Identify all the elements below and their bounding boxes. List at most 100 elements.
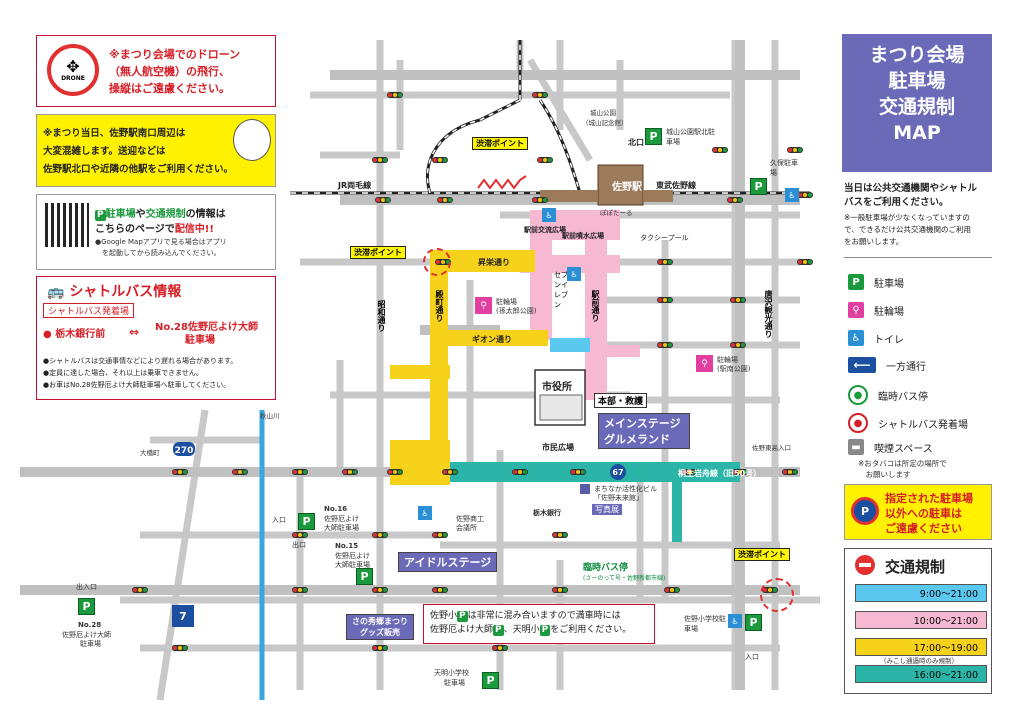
signal-light	[133, 588, 137, 592]
signal-light	[386, 198, 390, 202]
signal-light	[393, 93, 397, 97]
signal-light	[298, 588, 302, 592]
shuttle-stop-icon: ●	[848, 413, 868, 433]
signal-light	[448, 198, 452, 202]
signal-light	[293, 588, 297, 592]
signal-light	[658, 298, 662, 302]
signal-light	[383, 533, 387, 537]
toilet-icon: ♿	[542, 208, 556, 222]
signal-light	[788, 470, 792, 474]
traffic-row-1: 10:00～21:00	[855, 611, 987, 629]
shuttle-info-box: 🚌 シャトルバス情報 シャトルバス発着場 ● 栃木銀行前 ⇔ No.28佐野厄よ…	[36, 276, 276, 400]
signal-light	[543, 93, 547, 97]
parking-no15[interactable]: P	[356, 568, 373, 585]
entrance-label-no28: 出入口	[76, 583, 97, 591]
signal-light	[718, 148, 722, 152]
signal-light	[798, 193, 802, 197]
signal-light	[538, 198, 542, 202]
signal-light	[553, 533, 557, 537]
signal-light	[493, 646, 497, 650]
parking-no16[interactable]: P	[298, 513, 315, 530]
signal-light	[378, 158, 382, 162]
signal-light	[443, 158, 447, 162]
route-67-badge: 67	[610, 464, 626, 480]
signal-light	[523, 470, 527, 474]
divider	[844, 257, 992, 258]
jam-point-1: 渋滞ポイント	[350, 246, 406, 259]
drone-line1: ※まつり会場でのドローン	[109, 48, 241, 61]
signal-light	[443, 198, 447, 202]
signal-light	[576, 470, 580, 474]
title-line3: 交通規制	[878, 96, 955, 118]
qr-code-icon[interactable]	[45, 203, 89, 247]
honbu-label[interactable]: 本部・救護	[594, 393, 648, 408]
signal-light	[438, 533, 442, 537]
signal-light	[383, 646, 387, 650]
route-7-badge: 7	[172, 605, 194, 627]
signal-light	[376, 198, 380, 202]
jobikinen-label: 城山公園	[590, 108, 616, 117]
parking-no28[interactable]: P	[78, 598, 95, 615]
jam-circle-3	[760, 578, 794, 612]
traffic-row-3: 16:00～21:00	[855, 665, 987, 683]
ohashi-label: 大橋町	[140, 448, 160, 457]
signal-light	[668, 298, 672, 302]
parking-kubo[interactable]: P	[750, 178, 767, 195]
entrance-label-shogakko: 入口	[745, 653, 759, 661]
signal-light	[388, 470, 392, 474]
road-label-gion: ギオン通り	[472, 334, 512, 344]
no28-label-a: No.28	[78, 621, 102, 629]
parking-shogakko[interactable]: P	[745, 614, 762, 631]
signal-light	[538, 158, 542, 162]
seven-label: セブンイレブン	[554, 271, 568, 309]
signal-light	[183, 646, 187, 650]
signal-light	[303, 588, 307, 592]
signal-light	[173, 646, 177, 650]
signal-light	[538, 93, 542, 97]
legend-toilet: ♿トイレ	[848, 330, 904, 346]
signal-light	[383, 588, 387, 592]
sano-station[interactable]	[597, 164, 644, 206]
taxi-pool-label: タクシープール	[640, 233, 689, 242]
signal-light	[438, 198, 442, 202]
bicycle-parking-2[interactable]: ⚲	[696, 355, 713, 372]
signal-light	[558, 533, 562, 537]
signal-light	[373, 158, 377, 162]
signal-light	[378, 646, 382, 650]
toilet-icon: ♿	[785, 188, 799, 202]
idol-stage-tag[interactable]: アイドルステージ	[398, 552, 498, 572]
pokutarou-label: ぽぽたーる	[600, 208, 633, 217]
drone-line3: 操縦はご遠慮ください。	[109, 82, 230, 95]
road-label-kiryu: 桐生岩舟線（旧50号）	[678, 468, 761, 478]
signal-light	[683, 470, 687, 474]
signal-light	[438, 158, 442, 162]
signal-light	[808, 193, 812, 197]
signal-light	[713, 148, 717, 152]
main-stage-tag[interactable]: メインステージ グルメランド	[598, 413, 690, 449]
parking-tenmyo[interactable]: P	[482, 672, 499, 689]
signal-light	[798, 260, 802, 264]
signal-light	[243, 470, 247, 474]
signal-light	[736, 298, 740, 302]
shuttle-stop-b: No.28佐野厄よけ大師 駐車場	[155, 322, 258, 346]
kubo-parking-label: 久保駐車場	[770, 159, 798, 177]
signal-light	[433, 533, 437, 537]
signal-light	[373, 646, 377, 650]
bicycle-parking-1[interactable]: ⚲	[475, 297, 492, 314]
shogakko-parking-label: 佐野小学校駐車場	[684, 615, 726, 633]
no28-label-c: 駐車場	[80, 640, 101, 648]
shimin-hiroba-label: 市民広場	[542, 442, 574, 452]
goods-tag[interactable]: さの秀郷まつり グッズ販売	[346, 614, 414, 640]
tenmyo-label-2: 駐車場	[444, 679, 465, 687]
signal-light	[533, 93, 537, 97]
toilet-icon: ♿	[418, 506, 432, 520]
signal-light	[731, 298, 735, 302]
fountain-label: 駅前噴水広場	[562, 231, 604, 240]
parking-jouyama[interactable]: P	[645, 128, 662, 145]
signal-light	[798, 148, 802, 152]
signal-light	[553, 588, 557, 592]
toilet-icon: ♿	[567, 267, 581, 281]
no15-label-a: No.15	[335, 542, 359, 550]
